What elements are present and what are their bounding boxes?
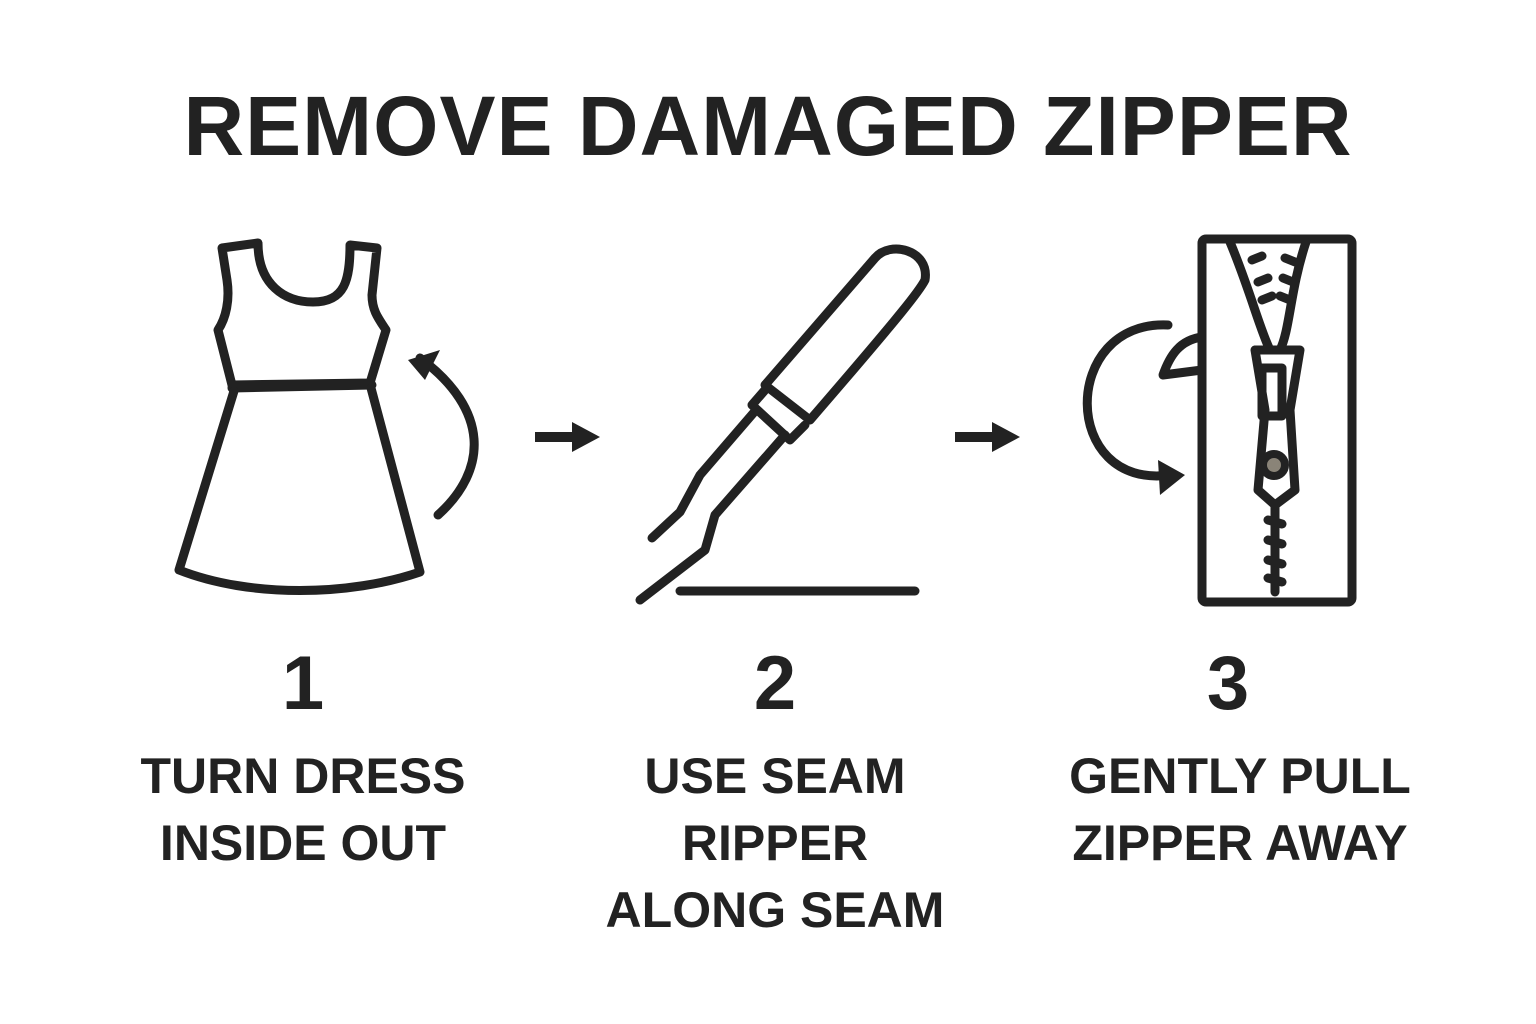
turn-arrowhead bbox=[408, 350, 440, 380]
step-1-number: 1 bbox=[281, 641, 325, 726]
step-2-text: USE SEAM RIPPER ALONG SEAM bbox=[605, 748, 945, 938]
arrow-right-icon-1 bbox=[535, 422, 600, 452]
step-3-text: GENTLY PULL ZIPPER AWAY bbox=[1069, 748, 1411, 871]
arrow-right-icon-2 bbox=[955, 422, 1020, 452]
zipper-icon bbox=[1158, 234, 1357, 607]
seam-ripper-icon bbox=[635, 244, 930, 605]
dress-icon bbox=[174, 238, 425, 595]
step-1-text: TURN DRESS INSIDE OUT bbox=[140, 748, 466, 871]
rotate-arrow-icon bbox=[1082, 320, 1175, 481]
turn-arrow-icon bbox=[415, 353, 479, 520]
step-3-number: 3 bbox=[1206, 641, 1250, 726]
pull-hole bbox=[1259, 450, 1289, 480]
rotate-arrowhead bbox=[1158, 460, 1185, 495]
page-title: REMOVE DAMAGED ZIPPER bbox=[183, 79, 1353, 173]
step-2-number: 2 bbox=[753, 641, 797, 726]
